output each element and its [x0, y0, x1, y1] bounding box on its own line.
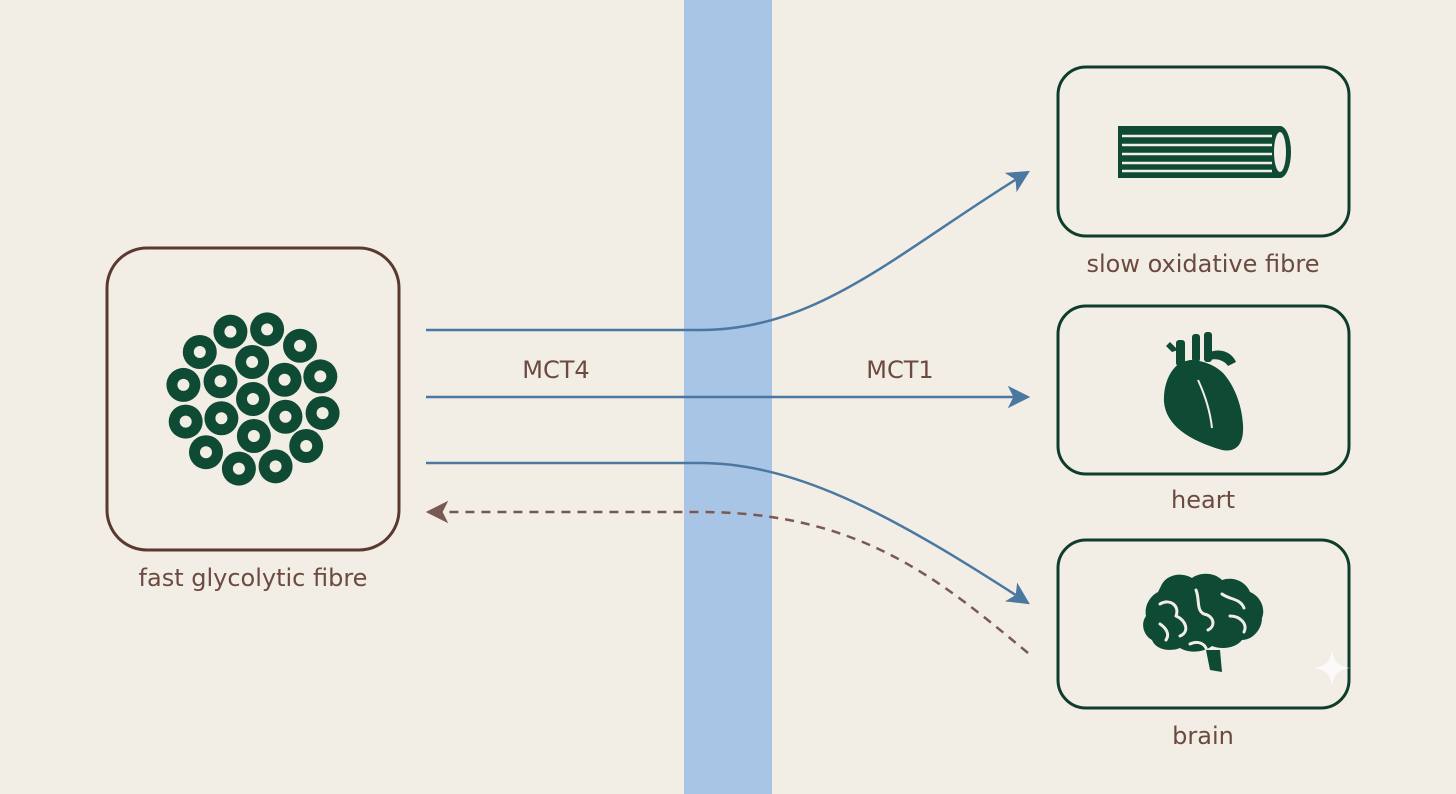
target-box-3 [1056, 538, 1351, 710]
cell-nucleus [179, 415, 192, 428]
cell-nucleus [232, 462, 245, 475]
cell-nucleus [316, 407, 329, 420]
cell-nucleus [247, 393, 259, 405]
cell-nucleus [215, 412, 228, 425]
source-box [105, 246, 401, 552]
source-label: fast glycolytic fibre [139, 564, 368, 592]
target-brain: brain [1056, 538, 1351, 750]
transporter-label-mct1: MCT1 [866, 356, 933, 384]
target-box-2 [1056, 304, 1351, 476]
heart-icon [1163, 332, 1244, 451]
cell-nucleus [279, 410, 292, 423]
cell-nucleus [224, 325, 237, 338]
cell-nucleus [300, 440, 313, 453]
target-slow-oxidative-fibre: slow oxidative fibre [1056, 65, 1351, 278]
muscle-fibre-icon [1118, 126, 1291, 178]
cell-nucleus [261, 323, 274, 336]
arrow-to-brain [426, 461, 1030, 605]
cell-nucleus [246, 356, 259, 369]
source-fast-glycolytic-fibre: fast glycolytic fibre [105, 246, 401, 592]
cell-nucleus [193, 345, 206, 358]
return-arrow-from-brain [425, 500, 1029, 654]
target-box-1 [1056, 65, 1351, 238]
target-label-1: slow oxidative fibre [1086, 250, 1319, 278]
target-label-2: heart [1171, 486, 1235, 514]
cell-nucleus [214, 375, 227, 388]
cell-nucleus [294, 339, 307, 352]
target-heart: heart [1056, 304, 1351, 514]
cell-nucleus [278, 373, 291, 386]
target-label-3: brain [1172, 722, 1234, 750]
sparkle-watermark-icon [1314, 650, 1350, 686]
cell-cluster-icon [166, 312, 340, 486]
cell-nucleus [269, 460, 282, 473]
cell-nucleus [199, 446, 212, 459]
cell-nucleus [177, 378, 190, 391]
cell-nucleus [247, 429, 260, 442]
arrow-to-slow-oxidative-fibre [426, 170, 1030, 332]
transporter-label-mct4: MCT4 [522, 356, 589, 384]
brain-icon [1143, 573, 1264, 672]
cell-nucleus [314, 370, 327, 383]
